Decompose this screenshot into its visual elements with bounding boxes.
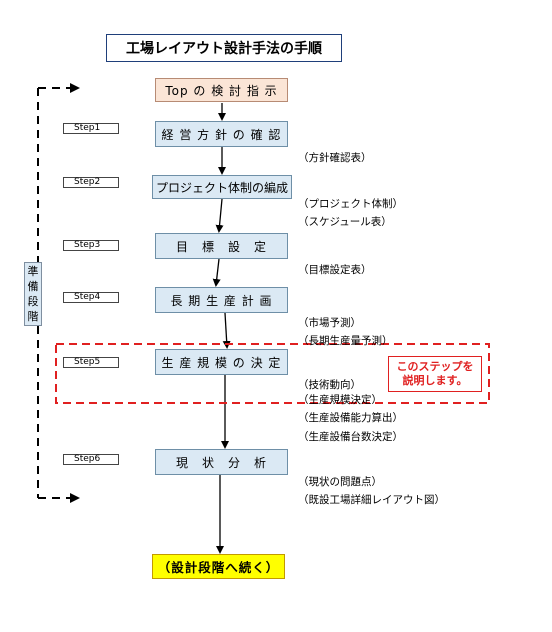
step1-label: Step1	[63, 123, 119, 134]
final-design-stage-box: （設計段階へ続く）	[152, 554, 285, 579]
note-equipment-count: （生産設備台数決定）	[298, 431, 403, 443]
arrow-step4-step5	[222, 312, 231, 349]
note-long-term-forecast: （長期生産量予測）	[298, 335, 393, 347]
step6-box: 現 状 分 析	[155, 449, 288, 475]
step4-label: Step4	[63, 292, 119, 303]
note-capacity-calc: （生産設備能力算出）	[298, 412, 403, 424]
preparation-stage-label: 準 備 段 階	[24, 262, 42, 326]
note-existing-layout: （既設工場詳細レイアウト図）	[298, 494, 445, 506]
step6-label: Step6	[63, 454, 119, 465]
step2-label: Step2	[63, 177, 119, 188]
note-tech-trends: （技術動向）	[298, 379, 361, 391]
step5-label: Step5	[63, 357, 119, 368]
step1-box: 経 営 方 針 の 確 認	[155, 121, 288, 147]
step4-box: 長 期 生 産 計 画	[155, 287, 288, 313]
note-project-structure: （プロジェクト体制）	[298, 198, 403, 210]
step3-label: Step3	[63, 240, 119, 251]
prep-arrow-bottom-icon	[70, 493, 80, 503]
step2-box: プロジェクト体制の編成	[152, 175, 292, 199]
step5-highlight-frame	[55, 343, 490, 404]
note-current-issues: （現状の問題点）	[298, 476, 382, 488]
note-schedule: （スケジュール表）	[298, 216, 392, 228]
arrow-step2-step3	[215, 198, 224, 233]
prep-arrow-top-icon	[70, 83, 80, 93]
step5-box: 生 産 規 模 の 決 定	[155, 349, 288, 375]
explanation-callout: このステップを 説明します。	[388, 356, 482, 392]
page-title: 工場レイアウト設計手法の手順	[106, 34, 342, 62]
note-policy-check-sheet: （方針確認表）	[298, 152, 372, 164]
note-scale-decision: （生産規模決定）	[298, 394, 382, 406]
step3-box: 目 標 設 定	[155, 233, 288, 259]
note-target-sheet: （目標設定表）	[298, 264, 372, 276]
note-market-forecast: （市場予測）	[298, 317, 361, 329]
arrow-step3-step4	[212, 258, 221, 287]
top-instruction-box: Top の 検 討 指 示	[155, 78, 288, 102]
